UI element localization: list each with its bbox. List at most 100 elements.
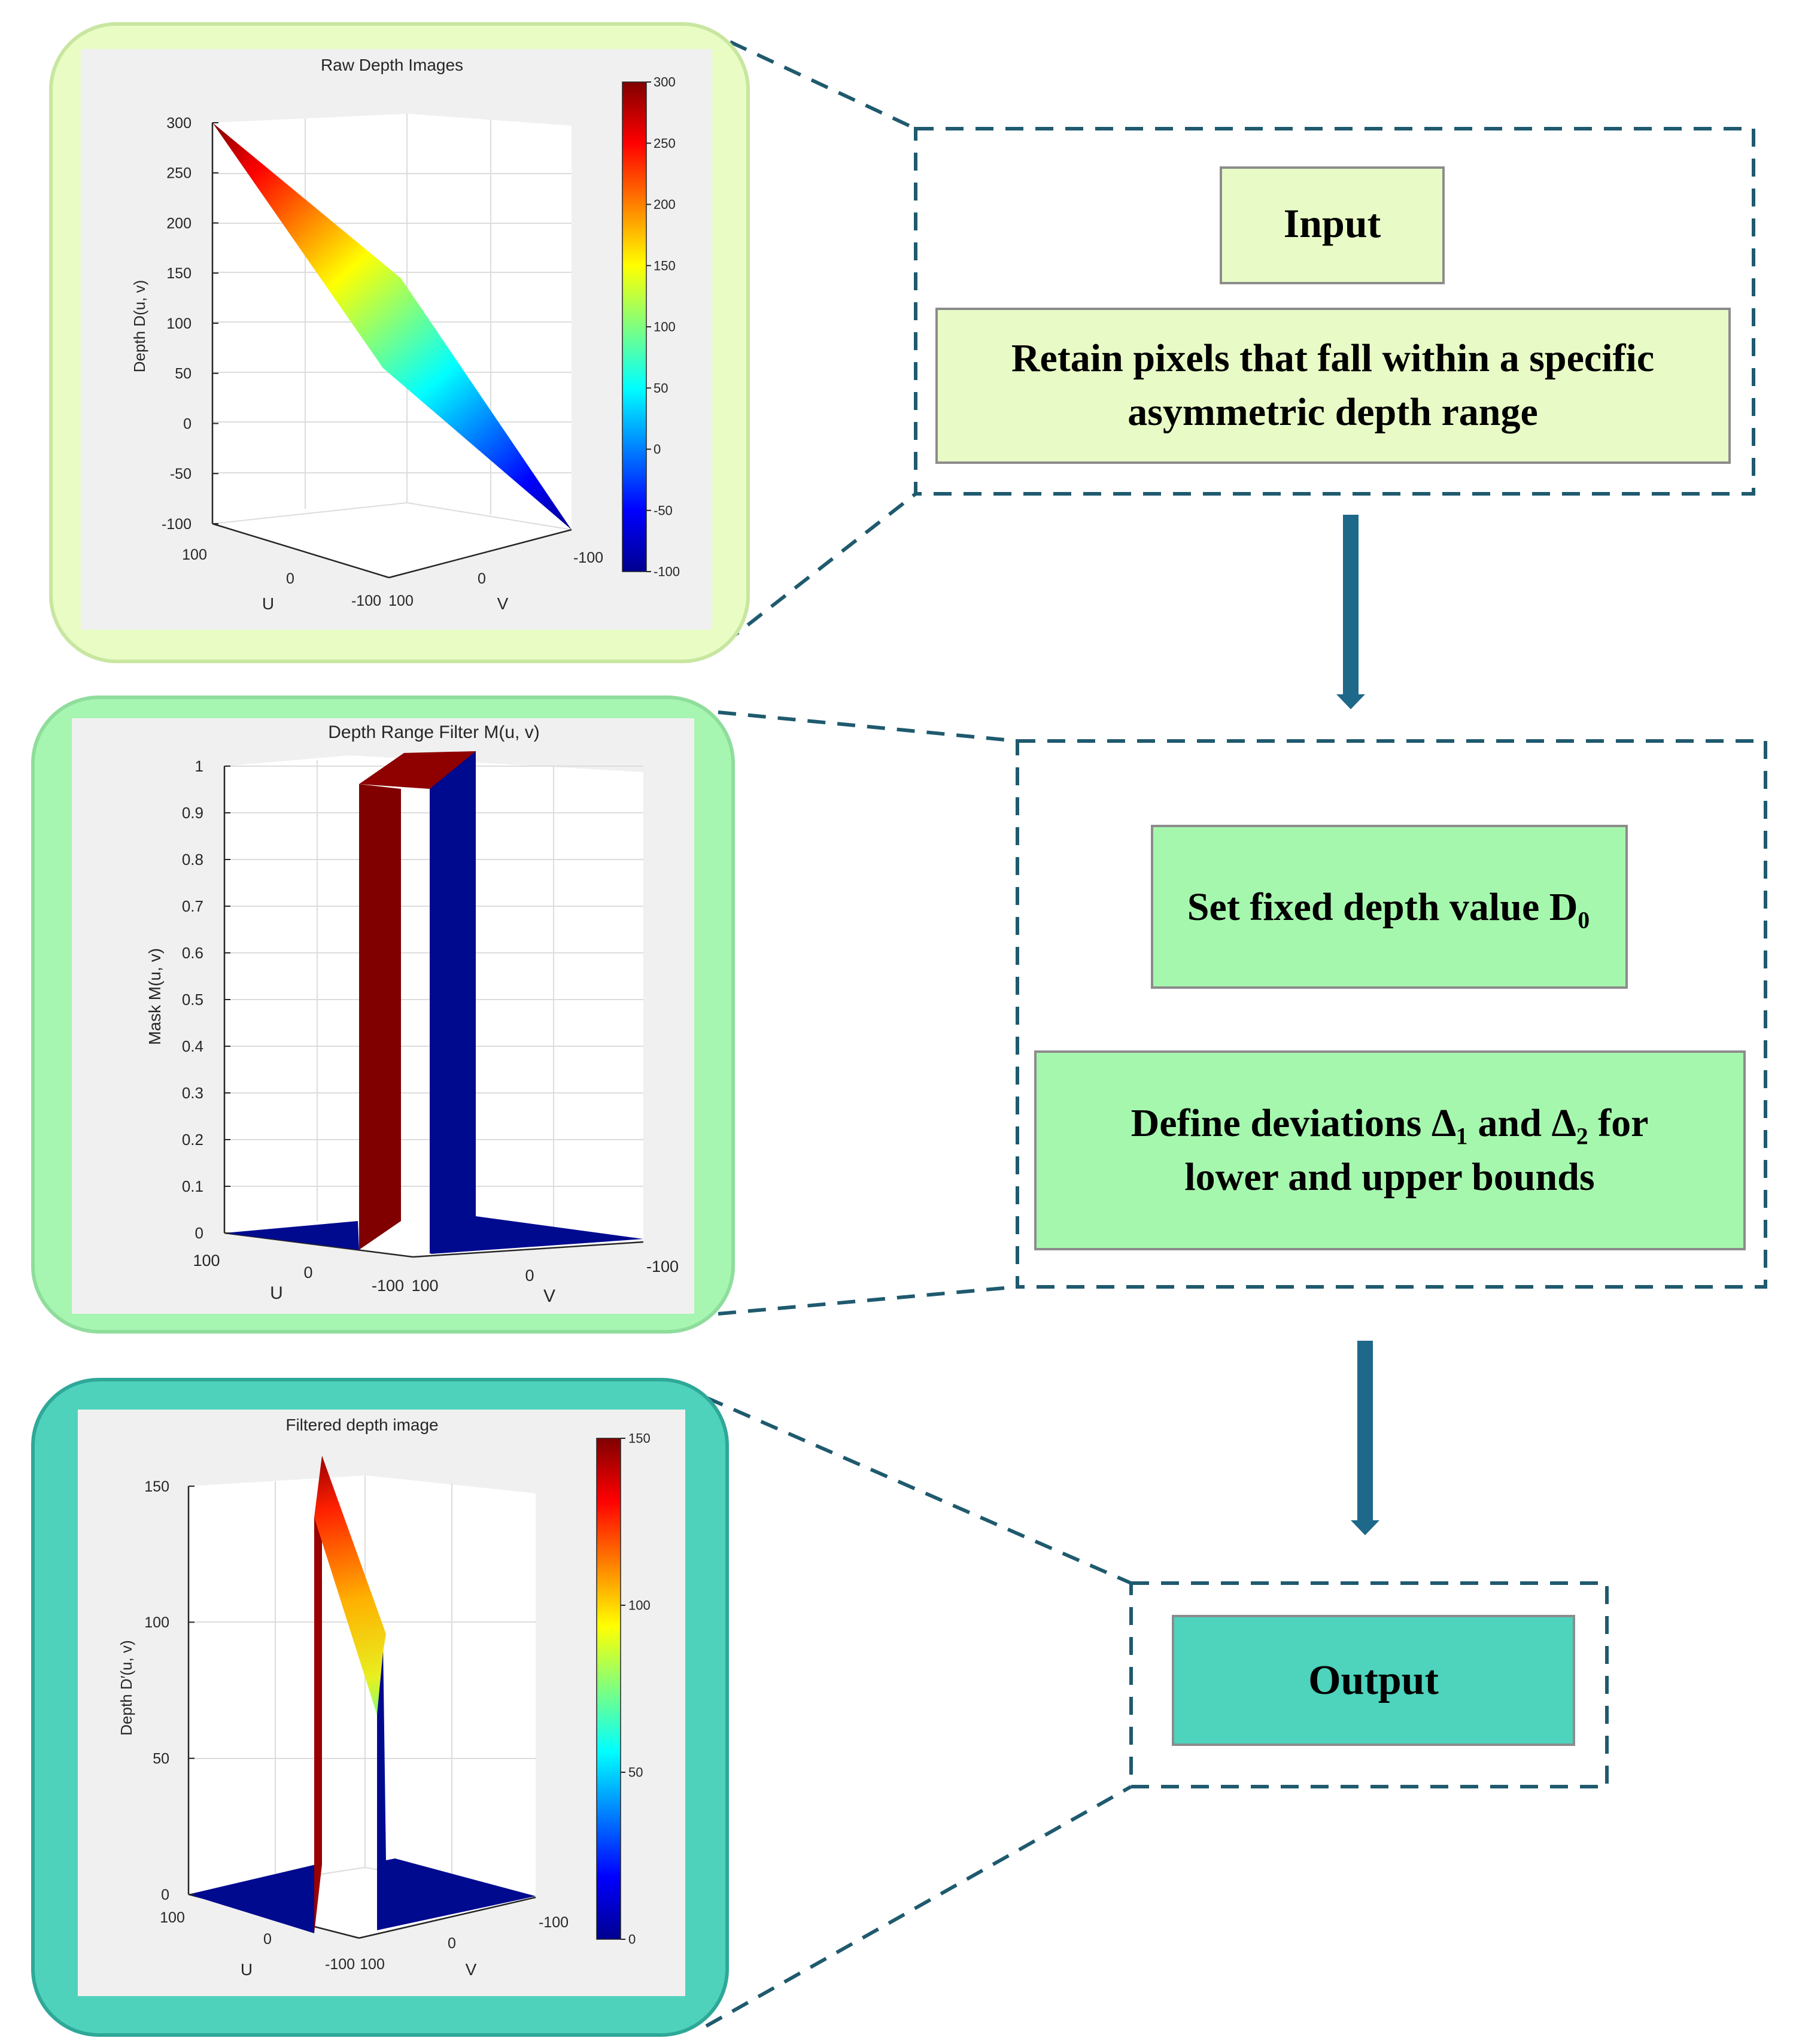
tick-label: -100 xyxy=(654,564,680,579)
tick-label: -50 xyxy=(170,466,192,482)
panel2-uticks-0: 0 xyxy=(303,1264,312,1281)
retain-box-line1: Retain pixels that fall within a specifi… xyxy=(1011,336,1654,380)
panel3-ylabel: V xyxy=(466,1960,477,1979)
panel2-xlabel: U xyxy=(270,1283,283,1303)
panel1-vticks-100: 100 xyxy=(388,593,414,609)
tick-label: 100 xyxy=(144,1614,169,1631)
panel1-uticks-0: 0 xyxy=(286,570,294,587)
tick-label: 0.6 xyxy=(182,944,203,962)
tick-label: 0.9 xyxy=(182,804,203,822)
tick-label: 100 xyxy=(654,320,676,335)
panel1-vticks-0: 0 xyxy=(478,570,486,587)
tick-label: 0.4 xyxy=(182,1037,203,1055)
panel1-uticks-100: 100 xyxy=(182,546,207,563)
panel2-vticks-100: 100 xyxy=(411,1277,438,1295)
panel3-vticks-m100: -100 xyxy=(539,1914,569,1931)
panel-depth-range-filter: Depth Range Filter M(u, v) Mask M(u, v) … xyxy=(31,695,735,1334)
tick-label: 0.3 xyxy=(182,1084,203,1102)
panel3-zticks: 150 100 50 0 xyxy=(144,1478,195,1903)
tick-label: 300 xyxy=(654,75,676,90)
tick-label: 50 xyxy=(654,381,668,396)
set-depth-box-label: Set fixed depth value D₀ xyxy=(1187,885,1590,929)
panel1-zlabel: Depth D(u, v) xyxy=(130,280,148,373)
tick-label: 0.5 xyxy=(182,991,203,1009)
parameter-group: Set fixed depth value D₀ Define deviatio… xyxy=(1016,739,1767,1289)
panel2-zticks: 1 0.9 0.8 0.7 0.6 0.5 0.4 0.3 0.2 0.1 0 xyxy=(182,757,230,1242)
tick-label: 150 xyxy=(144,1478,169,1495)
input-box xyxy=(1220,166,1445,284)
panel2-title: Depth Range Filter M(u, v) xyxy=(328,722,539,742)
panel3-zlabel: Depth D′(u, v) xyxy=(117,1640,135,1735)
panel1-colorbar xyxy=(622,81,647,572)
panel1-vticks-m100: -100 xyxy=(573,549,603,566)
panel3-uticks-0: 0 xyxy=(263,1931,272,1948)
panel3-colorbar xyxy=(596,1438,621,1940)
connector-lines xyxy=(705,40,1132,2028)
panel3-vticks-0: 0 xyxy=(448,1935,456,1952)
panel-filtered-depth: Filtered depth image Depth D′(u, v) 1501… xyxy=(31,1378,729,2037)
depth-surface xyxy=(212,123,572,530)
tick-label: 50 xyxy=(153,1750,169,1767)
panel2-uticks-m100: -100 xyxy=(372,1277,404,1295)
filtered-floor-left xyxy=(189,1864,316,1933)
tick-label: 0.2 xyxy=(182,1131,203,1149)
tick-label: 50 xyxy=(628,1765,643,1780)
mask-wall-blue xyxy=(430,751,476,1254)
mask-wall-red xyxy=(359,784,401,1250)
arrow-2 xyxy=(1351,1341,1379,1535)
tick-label: 50 xyxy=(175,366,192,382)
panel2-vticks-m100: -100 xyxy=(646,1258,679,1275)
panel2-vticks-0: 0 xyxy=(525,1267,534,1284)
panel1-xlabel: U xyxy=(262,594,274,613)
define-deviation-box-line2: lower and upper bounds xyxy=(1184,1155,1594,1199)
panel1-uticks-m100: -100 xyxy=(351,593,381,609)
mask-floor-left xyxy=(224,1221,359,1250)
tick-label: 0.7 xyxy=(182,897,203,915)
tick-label: 300 xyxy=(166,115,192,132)
tick-label: 1 xyxy=(195,757,203,775)
tick-label: 0.8 xyxy=(182,851,203,868)
mask-floor-right xyxy=(430,1216,643,1254)
tick-label: 150 xyxy=(654,258,676,273)
parameter-group-frame xyxy=(1016,739,1767,1289)
tick-label: 150 xyxy=(628,1431,651,1446)
filtered-floor-right xyxy=(377,1858,536,1930)
panel3-uticks-100: 100 xyxy=(160,1909,185,1926)
panel3-title: Filtered depth image xyxy=(285,1416,438,1434)
tick-label: 0 xyxy=(161,1887,169,1903)
tick-label: 100 xyxy=(628,1598,651,1613)
input-group: Input Retain pixels that fall within a s… xyxy=(914,127,1755,496)
tick-label: 100 xyxy=(166,315,192,332)
plot-area xyxy=(189,1475,536,1938)
retain-box xyxy=(935,308,1731,464)
tick-label: 0 xyxy=(183,415,192,432)
tick-label: 0.1 xyxy=(182,1177,203,1195)
panel1-title: Raw Depth Images xyxy=(321,56,463,74)
filtered-wall-red xyxy=(314,1508,322,1933)
panel3-xlabel: U xyxy=(241,1960,253,1979)
panel2-ylabel: V xyxy=(543,1286,555,1306)
panel2-uticks-100: 100 xyxy=(193,1252,220,1269)
define-deviation-box-line1: Define deviations Δ₁ and Δ₂ for xyxy=(1131,1101,1649,1145)
panel-raw-depth: Raw Depth Images Depth D(u, v) 300 250 200… xyxy=(49,22,750,663)
tick-label: 0 xyxy=(654,442,661,457)
arrow-1 xyxy=(1336,515,1365,709)
input-group-frame xyxy=(914,127,1755,496)
tick-label: 200 xyxy=(654,197,676,212)
output-box-label: Output xyxy=(1308,1657,1439,1703)
define-deviation-box xyxy=(1034,1050,1746,1250)
tick-label: 250 xyxy=(166,165,192,182)
output-group: Output xyxy=(1129,1581,1609,1788)
tick-label: 250 xyxy=(654,136,676,151)
tick-label: 0 xyxy=(195,1224,203,1242)
panel3-vticks-100: 100 xyxy=(360,1956,385,1973)
output-group-frame xyxy=(1129,1581,1609,1788)
mask-top-red xyxy=(359,751,476,789)
retain-box-line2: asymmetric depth range xyxy=(1128,390,1538,434)
panel3-uticks-m100: -100 xyxy=(325,1956,355,1973)
filtered-top-surface xyxy=(314,1456,386,1715)
tick-label: -100 xyxy=(162,516,192,533)
panel1-ylabel: V xyxy=(497,594,509,613)
